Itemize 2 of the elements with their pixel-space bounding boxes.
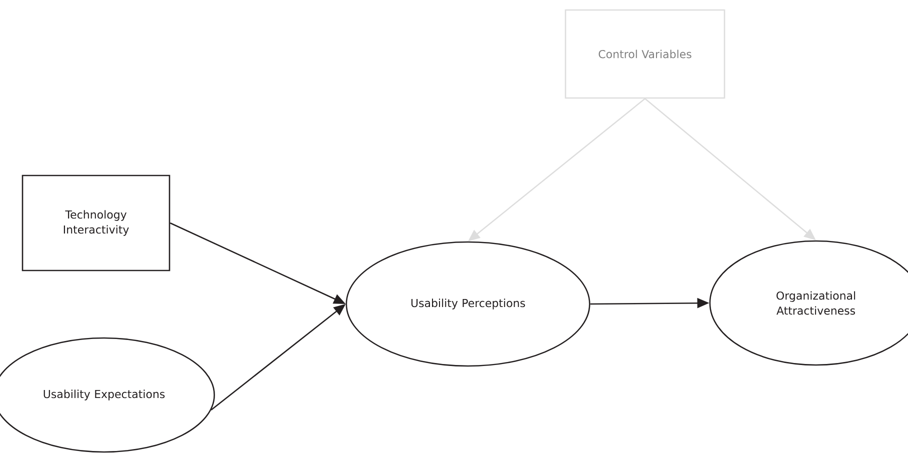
variable-box: Control Variables: [564, 9, 726, 99]
variable-box: Technology Interactivity: [22, 174, 170, 272]
